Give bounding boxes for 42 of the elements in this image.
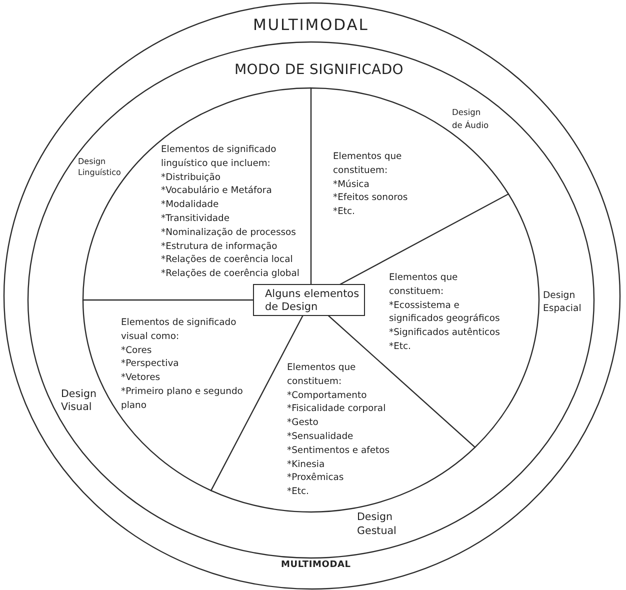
list-item: *Música: [333, 178, 370, 192]
middle-circle: [27, 41, 595, 559]
ring-title: MODO DE SIGNIFICADO: [234, 62, 404, 78]
list-item: *Etc.: [333, 205, 356, 219]
sector-heading: Elementos que constituem:: [333, 150, 403, 178]
ring-title: MULTIMODAL: [253, 16, 369, 34]
list-item: *Sensualidade: [287, 430, 354, 444]
list-item: *Significados autênticos: [389, 326, 501, 340]
list-item: *Etc.: [287, 485, 310, 499]
list-item: *Kinesia: [287, 458, 326, 472]
list-item: *Modalidade: [161, 198, 220, 212]
list-item: *Nominalização de processos: [161, 226, 297, 240]
list-item: *Sentimentos e afetos: [287, 444, 391, 458]
sector-heading: Elementos que constituem:: [287, 361, 357, 389]
sector-heading: Elementos que constituem:: [389, 271, 459, 299]
list-item: *Transitividade: [161, 212, 231, 226]
list-item: *Cores: [121, 344, 153, 358]
center-box: Alguns elementos de Design: [253, 284, 365, 316]
list-item: *Fisicalidade corporal: [287, 402, 387, 416]
list-item: *Efeitos sonoros: [333, 191, 409, 206]
list-item: *Comportamento: [287, 388, 368, 402]
outer-circle: [3, 2, 621, 590]
list-item: *Etc.: [389, 340, 412, 354]
list-item: *Primeiro plano e segundo plano: [121, 384, 244, 413]
list-item: *Distribuição: [161, 170, 221, 184]
sector-heading: Elementos de significado visual como:: [121, 316, 237, 344]
list-item: *Vetores: [121, 371, 161, 385]
list-item: *Relações de coerência global: [161, 267, 300, 281]
design-label: Design Espacial: [543, 289, 582, 315]
design-label: Design Linguístico: [78, 157, 122, 178]
list-item: *Relações de coerência local: [161, 253, 294, 268]
design-label: Design de Áudio: [452, 106, 490, 131]
list-item: *Vocabulário e Metáfora: [161, 184, 273, 198]
list-item: *Estrutura de informação: [161, 240, 278, 254]
list-item: *Perspectiva: [121, 357, 180, 372]
list-item: *Gesto: [287, 416, 319, 430]
list-item: *Proxêmicas: [287, 471, 345, 486]
design-label: Design Gestual: [357, 511, 397, 538]
ring-title: MULTIMODAL: [281, 560, 351, 570]
list-item: *Ecossistema e significados geográficos: [389, 298, 501, 326]
design-label: Design Visual: [61, 388, 98, 413]
sector-heading: Elementos de significado linguístico que incluem:: [161, 143, 277, 171]
